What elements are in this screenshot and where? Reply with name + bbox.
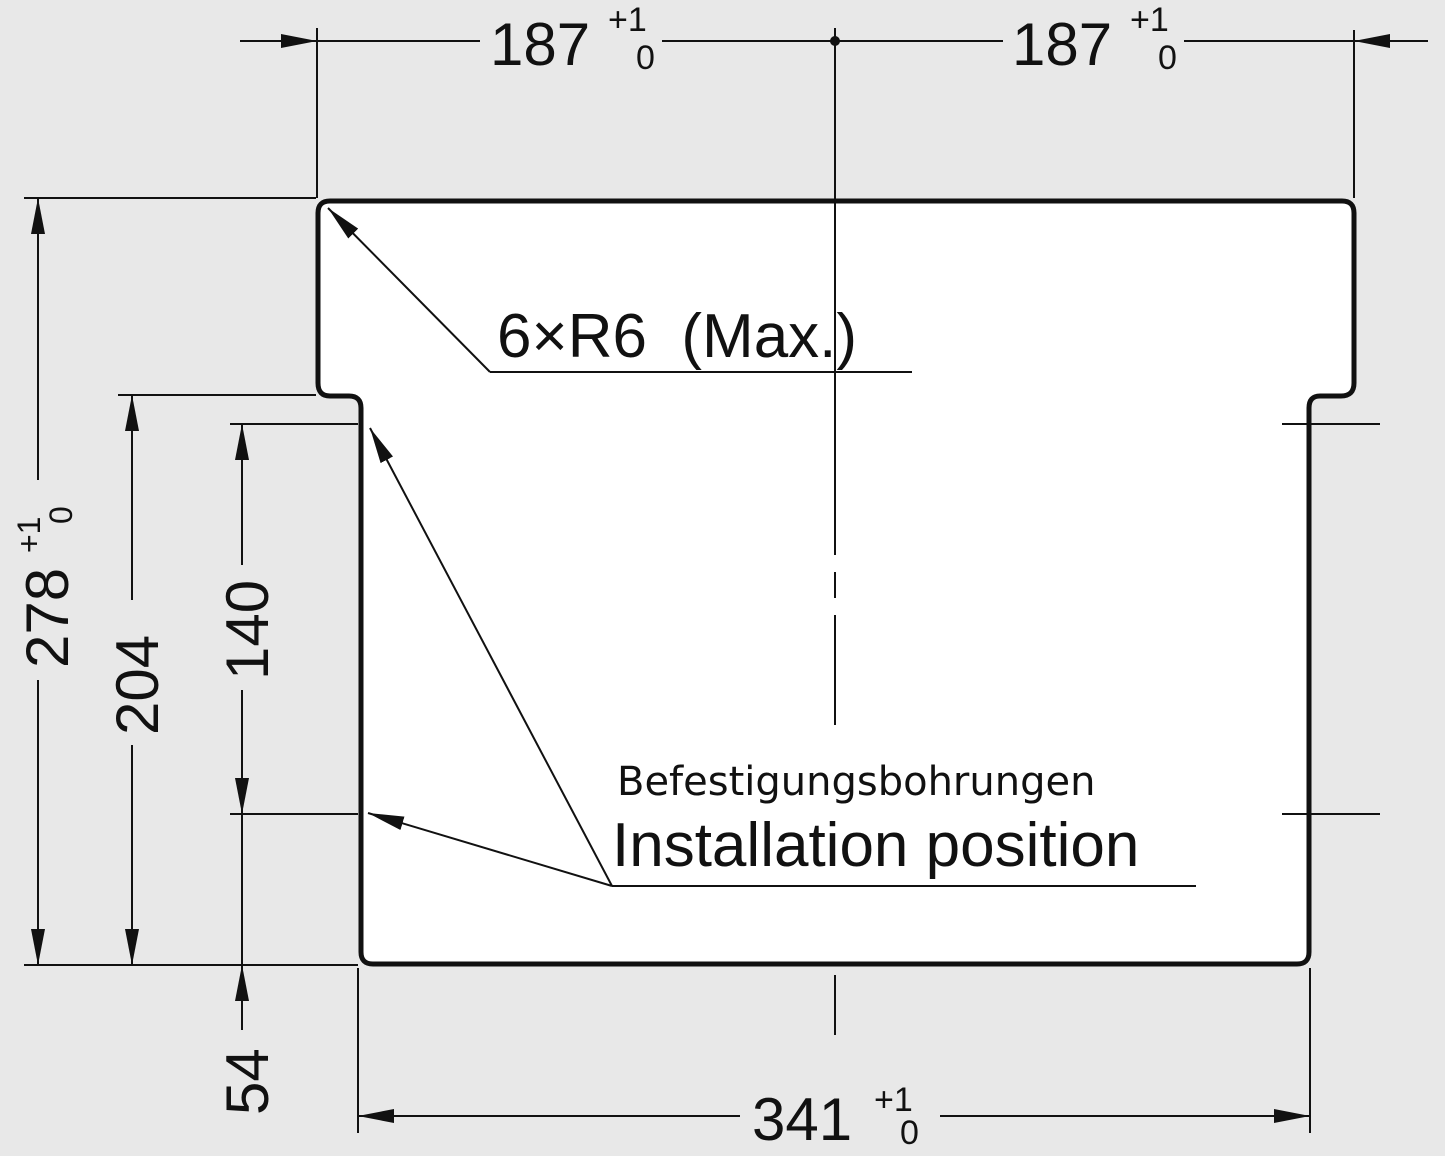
dim-bottom-tol-lower: 0 [900,1114,919,1152]
dim-height-278: 278 +1 0 [11,506,81,668]
dim-bottom-341: 341 +1 0 [752,1081,919,1153]
dim-top-right-tol-upper: +1 [1130,1,1169,39]
dim-top-left-value: 187 [490,11,590,78]
dim-top-right-tol-lower: 0 [1158,39,1177,77]
dim-height-278-tol-upper: +1 [11,517,47,553]
dim-height-278-value: 278 [14,568,81,668]
dim-height-278-tol-lower: 0 [43,506,79,524]
radius-note: 6×R6 (Max.) [497,302,857,371]
dim-height-140: 140 [214,580,281,680]
mounting-leader [367,427,1196,887]
mounting-note-de: Befestigungsbohrungen [617,759,1095,805]
dim-top-left-187: 187 +1 0 [490,1,655,78]
dim-height-204: 204 [104,635,171,735]
dim-top-right-187: 187 +1 0 [1012,1,1177,78]
dim-bottom-value: 341 [752,1086,852,1153]
dim-top-left-tol-lower: 0 [636,39,655,77]
dim-top-right-value: 187 [1012,11,1112,78]
dim-bottom-tol-upper: +1 [874,1081,913,1119]
dim-height-54: 54 [214,1048,281,1115]
dim-top-left-tol-upper: +1 [608,1,647,39]
radius-leader [327,207,912,373]
mounting-note-en: Installation position [612,811,1139,880]
extension-lines [24,28,1380,1133]
